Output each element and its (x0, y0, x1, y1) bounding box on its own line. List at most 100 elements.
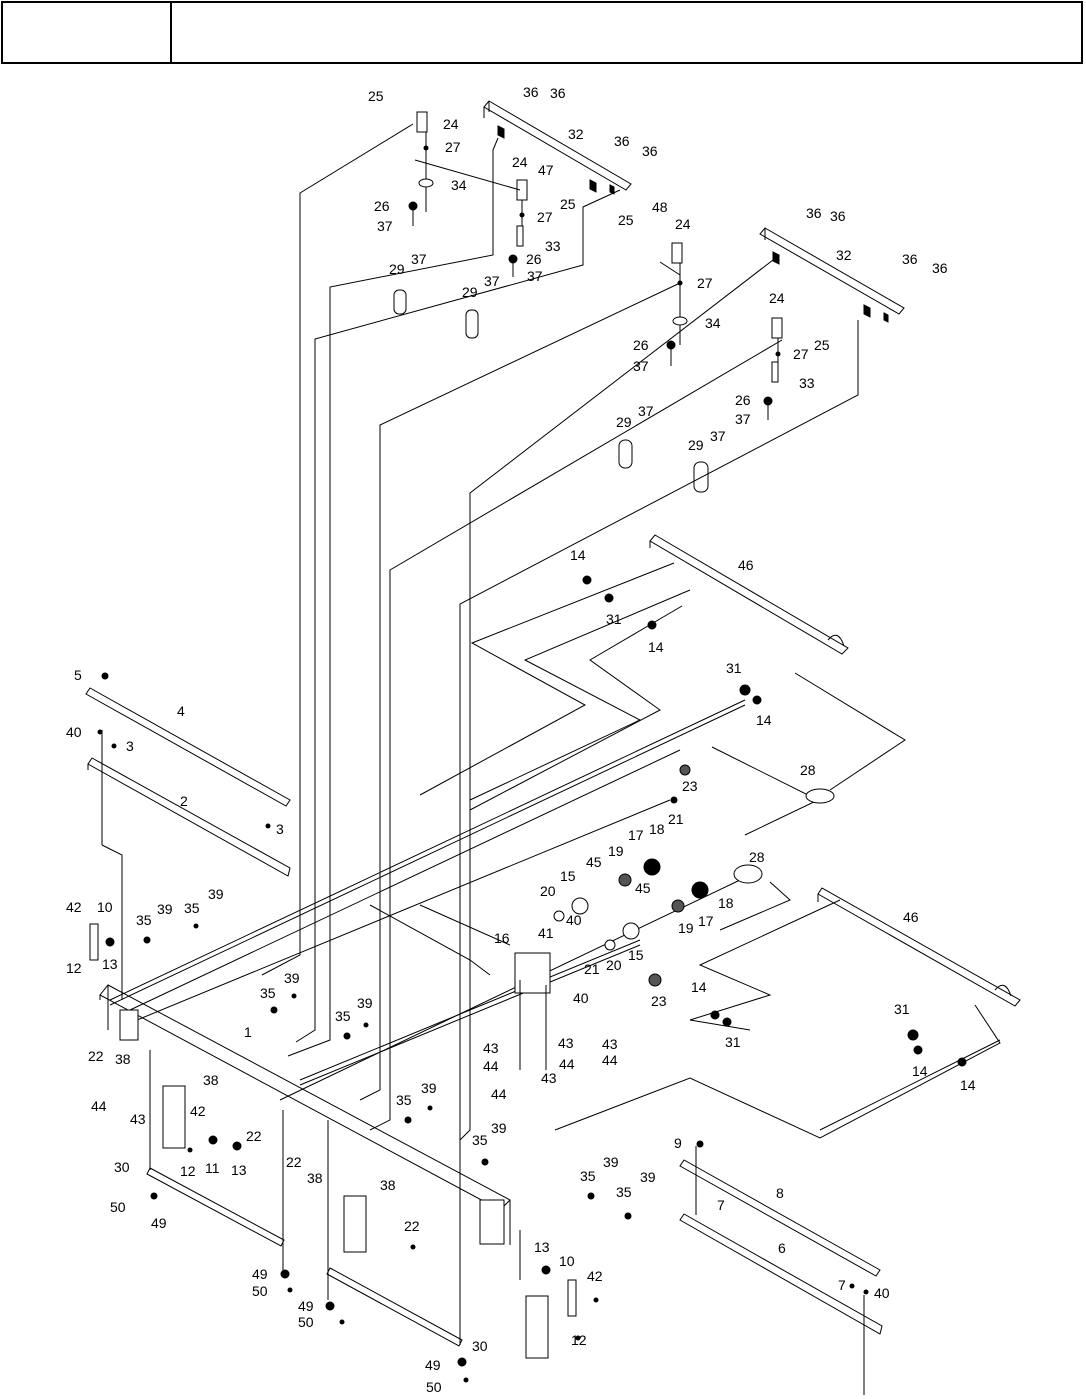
callout-34-b: 34 (705, 315, 721, 331)
callout-20-a: 20 (540, 883, 556, 899)
callout-10-a: 10 (97, 899, 113, 915)
callout-50-b: 50 (252, 1283, 268, 1299)
callout-15-a: 15 (560, 868, 576, 884)
callout-35-f: 35 (472, 1132, 488, 1148)
callout-43-b: 43 (483, 1040, 499, 1056)
rail-8 (679, 1159, 881, 1277)
bracket-plates (89, 923, 577, 1359)
callout-38-d: 38 (380, 1177, 396, 1193)
hardware-stack-1 (408, 111, 434, 226)
callout-50-c: 50 (298, 1314, 314, 1330)
callout-17-a: 17 (628, 827, 644, 843)
callout-40-b: 40 (566, 912, 582, 928)
callout-31-b: 31 (726, 660, 742, 676)
callout-44-a: 44 (91, 1098, 107, 1114)
callout-2: 2 (180, 793, 188, 809)
callout-49-b: 49 (252, 1266, 268, 1282)
hardware-stack-4 (763, 317, 783, 420)
callout-36-e: 36 (806, 205, 822, 221)
callout-46-b: 46 (903, 909, 919, 925)
callout-44-b: 44 (483, 1058, 499, 1074)
rail-2 (87, 757, 291, 877)
callout-36-a: 36 (523, 84, 539, 100)
callout-39-g: 39 (603, 1154, 619, 1170)
callout-42-c: 42 (587, 1268, 603, 1284)
callout-14-a: 14 (570, 547, 586, 563)
callout-29-d: 29 (688, 437, 704, 453)
callout-28-a: 28 (800, 762, 816, 778)
callout-18-b: 18 (718, 895, 734, 911)
callout-3-a: 3 (126, 738, 134, 754)
roller-29-group (393, 289, 709, 493)
callout-35-d: 35 (335, 1008, 351, 1024)
callout-36-b: 36 (550, 85, 566, 101)
callout-23-b: 23 (651, 993, 667, 1009)
callout-27-a: 27 (445, 139, 461, 155)
callout-13-c: 13 (534, 1239, 550, 1255)
slide-plate-lower (817, 887, 1021, 1007)
hardware-stack-2 (508, 179, 528, 277)
zigzag-outlines (369, 562, 1001, 1139)
callout-30-a: 30 (114, 1159, 130, 1175)
callout-14-e: 14 (912, 1063, 928, 1079)
callout-24-a: 24 (443, 116, 459, 132)
callout-35-c: 35 (260, 985, 276, 1001)
callout-44-e: 44 (491, 1086, 507, 1102)
callout-16: 16 (494, 930, 510, 946)
callout-8: 8 (776, 1185, 784, 1201)
callout-14-f: 14 (960, 1077, 976, 1093)
callout-26-d: 26 (735, 392, 751, 408)
callout-39-e: 39 (421, 1080, 437, 1096)
callout-46-a: 46 (738, 557, 754, 573)
callout-24-d: 24 (769, 290, 785, 306)
fasteners (97, 672, 869, 1383)
callout-25-c: 25 (618, 212, 634, 228)
callout-4: 4 (177, 703, 185, 719)
callout-21-b: 21 (584, 961, 600, 977)
callout-39-a: 39 (157, 901, 173, 917)
callout-13-b: 13 (231, 1162, 247, 1178)
main-frame (99, 984, 511, 1245)
callout-29-a: 29 (389, 261, 405, 277)
callout-38-a: 38 (115, 1051, 131, 1067)
callout-36-f: 36 (830, 208, 846, 224)
callout-19-a: 19 (608, 843, 624, 859)
callout-30-b: 30 (472, 1338, 488, 1354)
header-divider (170, 3, 172, 62)
rail-4 (85, 687, 291, 807)
callout-25-b: 25 (560, 196, 576, 212)
callout-42-b: 42 (190, 1103, 206, 1119)
leader-routing-lines (261, 123, 859, 1345)
callout-3-b: 3 (276, 821, 284, 837)
callout-45-b: 45 (635, 880, 651, 896)
callout-35-h: 35 (616, 1184, 632, 1200)
callout-19-b: 19 (678, 920, 694, 936)
callout-37-f: 37 (735, 411, 751, 427)
callout-38-b: 38 (203, 1072, 219, 1088)
callout-40-a: 40 (66, 724, 82, 740)
callout-27-c: 27 (697, 275, 713, 291)
callout-14-c: 14 (756, 712, 772, 728)
callout-39-b: 39 (208, 886, 224, 902)
callout-32-a: 32 (568, 126, 584, 142)
callout-33-a: 33 (545, 238, 561, 254)
callout-31-a: 31 (606, 611, 622, 627)
callout-6: 6 (778, 1240, 786, 1256)
callout-43-d: 43 (602, 1036, 618, 1052)
callout-5: 5 (74, 667, 82, 683)
shaft-rods (109, 699, 746, 1101)
callout-34-a: 34 (451, 177, 467, 193)
callout-24-c: 24 (675, 216, 691, 232)
callout-37-h: 37 (710, 428, 726, 444)
callout-22-b: 22 (246, 1128, 262, 1144)
callout-28-b: 28 (749, 849, 765, 865)
callout-36-g: 36 (902, 251, 918, 267)
callout-44-d: 44 (602, 1052, 618, 1068)
callout-49-a: 49 (151, 1215, 167, 1231)
callout-39-f: 39 (491, 1120, 507, 1136)
callout-50-d: 50 (426, 1379, 442, 1395)
callout-18-a: 18 (649, 821, 665, 837)
callout-7-a: 7 (717, 1197, 725, 1213)
callout-22-d: 22 (404, 1218, 420, 1234)
